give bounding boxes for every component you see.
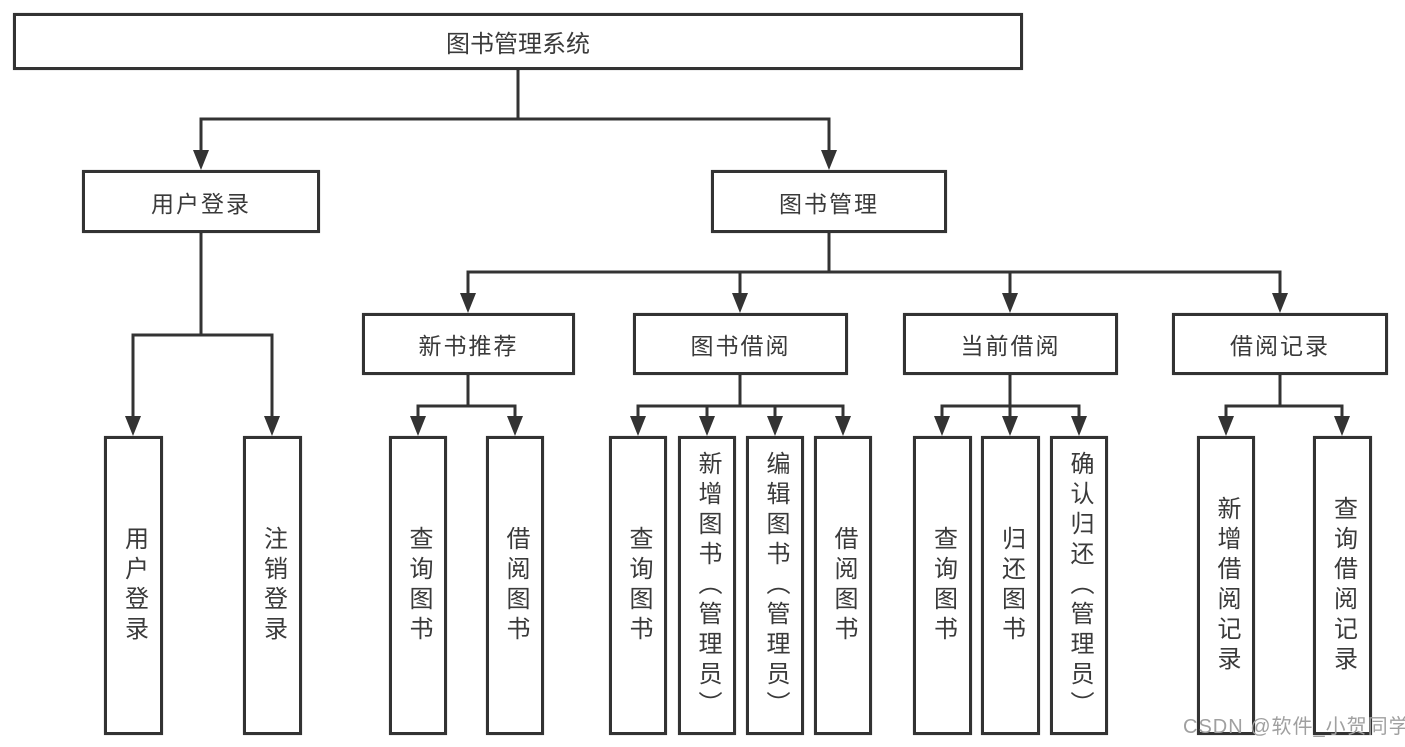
- node-user-login: 用户登录: [82, 170, 320, 233]
- leaf-edit-books-admin: 编辑图书（管理员）: [746, 436, 804, 735]
- node-book-borrowing: 图书借阅: [633, 313, 848, 375]
- leaf-borrow-books-recommend: 借阅图书: [486, 436, 544, 735]
- leaf-logout: 注销登录: [243, 436, 302, 735]
- node-book-management: 图书管理: [711, 170, 947, 233]
- node-borrow-records: 借阅记录: [1172, 313, 1388, 375]
- node-library-system: 图书管理系统: [13, 13, 1023, 70]
- node-current-borrowing-label: 当前借阅: [960, 333, 1061, 359]
- leaf-query-borrow-record: 查询借阅记录: [1313, 436, 1372, 735]
- node-book-management-label: 图书管理: [779, 190, 879, 217]
- leaf-query-books-borrowing: 查询图书: [609, 436, 667, 735]
- leaf-query-books-current: 查询图书: [913, 436, 972, 735]
- node-borrow-records-label: 借阅记录: [1230, 333, 1330, 359]
- leaf-return-books: 归还图书: [981, 436, 1040, 735]
- leaf-add-borrow-record: 新增借阅记录: [1197, 436, 1255, 735]
- node-user-login-label: 用户登录: [151, 190, 251, 217]
- leaf-borrow-books-borrowing: 借阅图书: [814, 436, 872, 735]
- leaf-user-login: 用户登录: [104, 436, 163, 735]
- node-current-borrowing: 当前借阅: [903, 313, 1118, 375]
- csdn-watermark: CSDN @软件_小贺同学: [1183, 716, 1405, 738]
- leaf-query-books-recommend: 查询图书: [389, 436, 447, 735]
- leaf-confirm-return-admin: 确认归还（管理员）: [1050, 436, 1108, 735]
- node-new-book-recommend-label: 新书推荐: [418, 333, 519, 359]
- node-library-system-label: 图书管理系统: [446, 31, 590, 58]
- node-book-borrowing-label: 图书借阅: [690, 333, 791, 359]
- node-new-book-recommend: 新书推荐: [362, 313, 575, 375]
- leaf-add-books-admin: 新增图书（管理员）: [678, 436, 736, 735]
